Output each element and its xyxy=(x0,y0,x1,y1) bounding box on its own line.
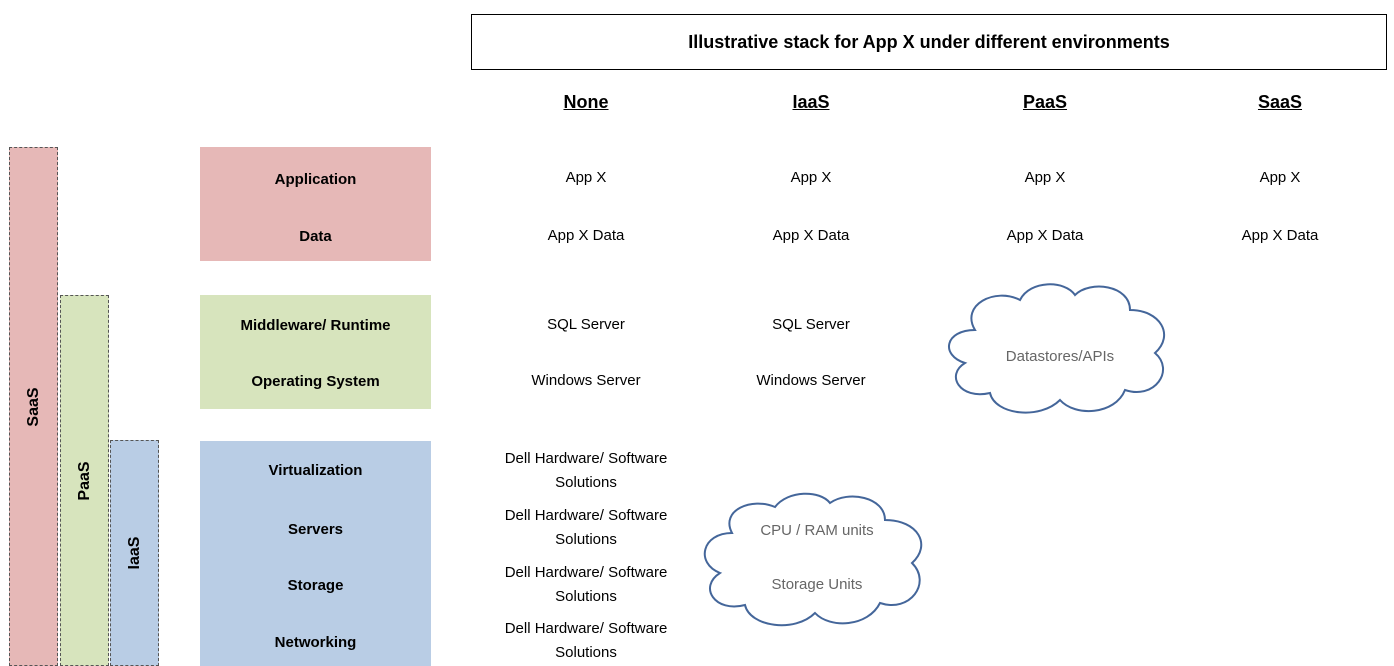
layer-storage: Storage xyxy=(287,577,344,594)
paas-cloud: Datastores/APIs xyxy=(948,283,1166,414)
cell-iaas-data: App X Data xyxy=(772,227,850,244)
column-header-none: None xyxy=(563,92,609,112)
cell-none-networking: Dell Hardware/ Software Solutions xyxy=(504,620,668,661)
cell-saas-application: App X xyxy=(1259,169,1301,186)
layer-application: Application xyxy=(274,171,357,188)
middleware-os-block xyxy=(200,295,431,409)
cell-paas-data: App X Data xyxy=(1006,227,1084,244)
cell-paas-application: App X xyxy=(1024,169,1066,186)
layer-operating-system: Operating System xyxy=(251,373,380,390)
iaas-cloud: CPU / RAM units Storage Units xyxy=(703,492,923,627)
layer-data: Data xyxy=(299,228,332,245)
diagram-title: Illustrative stack for App X under diffe… xyxy=(471,14,1387,70)
saas-scope-label: SaaS xyxy=(24,386,42,427)
cell-none-middleware: SQL Server xyxy=(547,316,625,333)
cell-iaas-middleware: SQL Server xyxy=(772,316,850,333)
paas-scope-label: PaaS xyxy=(75,460,93,501)
application-data-block xyxy=(200,147,431,261)
cell-none-virtualization: Dell Hardware/ Software Solutions xyxy=(504,450,668,491)
layer-middleware-runtime: Middleware/ Runtime xyxy=(240,317,391,334)
cell-iaas-application: App X xyxy=(790,169,832,186)
column-header-iaas: IaaS xyxy=(792,92,830,112)
paas-cloud-label: Datastores/APIs xyxy=(1006,348,1114,365)
cell-none-storage: Dell Hardware/ Software Solutions xyxy=(504,564,668,605)
saas-scope-bar: SaaS xyxy=(9,147,58,666)
cell-none-os: Windows Server xyxy=(531,372,641,389)
layer-servers: Servers xyxy=(287,521,344,538)
cell-saas-data: App X Data xyxy=(1241,227,1319,244)
cell-none-data: App X Data xyxy=(547,227,625,244)
iaas-scope-label: IaaS xyxy=(125,536,143,570)
layer-virtualization: Virtualization xyxy=(268,462,363,479)
column-header-saas: SaaS xyxy=(1257,92,1303,112)
iaas-cloud-cpu-label: CPU / RAM units xyxy=(760,522,873,539)
column-header-paas: PaaS xyxy=(1022,92,1068,112)
iaas-scope-bar: IaaS xyxy=(110,440,159,666)
infrastructure-block xyxy=(200,441,431,666)
cell-none-application: App X xyxy=(565,169,607,186)
paas-scope-bar: PaaS xyxy=(60,295,109,666)
cell-none-servers: Dell Hardware/ Software Solutions xyxy=(504,507,668,548)
cell-iaas-os: Windows Server xyxy=(756,372,866,389)
iaas-cloud-storage-label: Storage Units xyxy=(772,576,863,593)
layer-networking: Networking xyxy=(274,634,357,651)
